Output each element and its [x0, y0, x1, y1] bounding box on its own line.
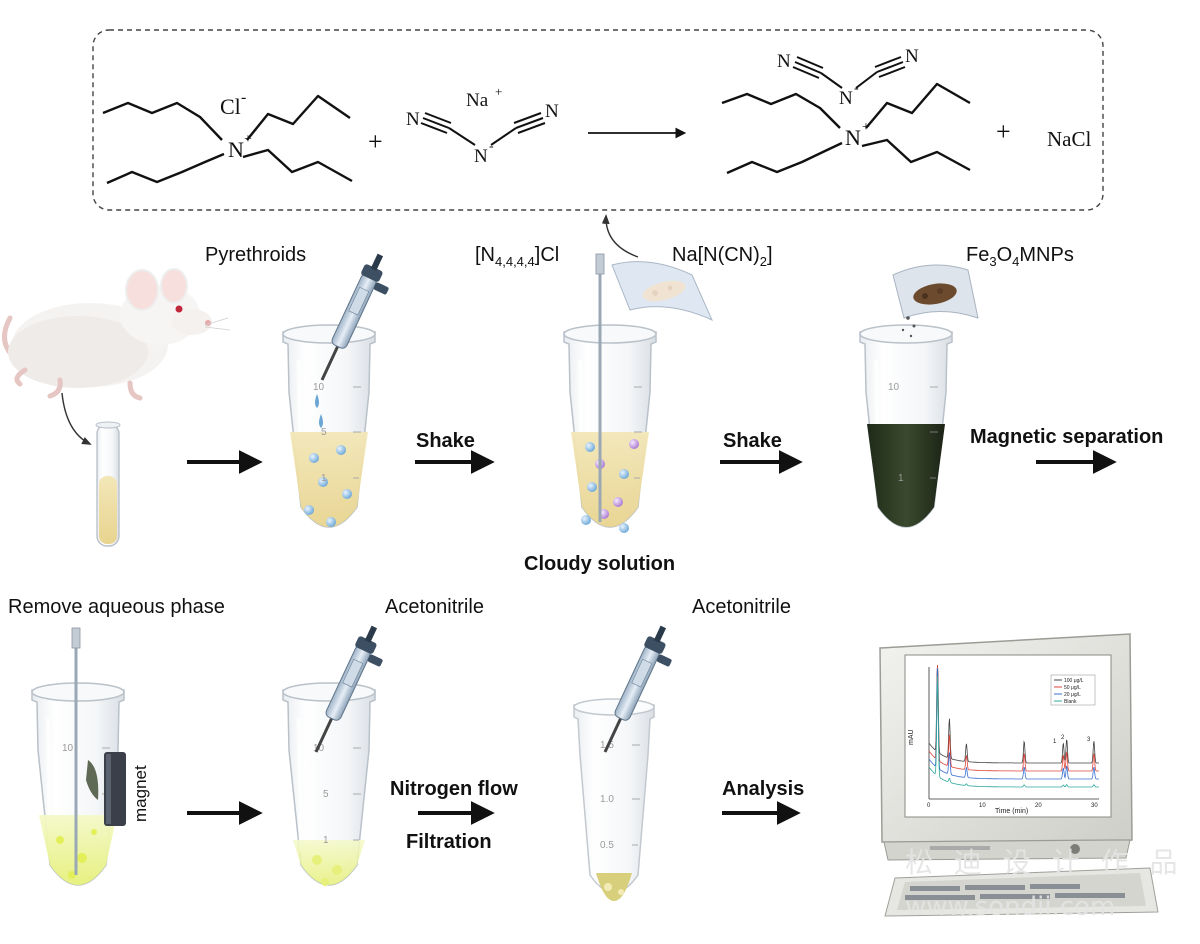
- product-cyano-n-left: N: [777, 51, 791, 72]
- sodium-charge: +: [495, 84, 502, 99]
- magnet-block: [104, 752, 126, 826]
- chromatogram-xlabel: Time (min): [995, 808, 1028, 815]
- peak-label-2: 2: [1061, 735, 1065, 741]
- step-shake-2: Shake: [723, 430, 782, 452]
- trace-50: [928, 664, 1099, 772]
- label-acetonitrile-1: Acetonitrile: [385, 596, 484, 618]
- mnp-fe: Fe: [966, 244, 989, 266]
- watermark-url: www.sondii.com: [905, 892, 1115, 922]
- chromatogram-xtick-10: 10: [979, 803, 986, 809]
- step-analysis: Analysis: [722, 778, 804, 800]
- tube6-mark-1-0: 1.0: [600, 794, 614, 805]
- tube-acetonitrile-elution: 10 5 1: [281, 681, 377, 887]
- cyano-n-right: N: [545, 101, 559, 122]
- tube-mnp-suspension: 10 1: [858, 323, 954, 529]
- ammonium-n: N: [228, 137, 244, 162]
- legend-blank: Blank: [1064, 699, 1077, 705]
- sodium-chloride: NaCl: [1047, 127, 1091, 151]
- chloride-charge: -: [241, 89, 246, 106]
- chromatogram-xtick-0: 0: [927, 803, 931, 809]
- sodium-dicyanamide-structure: [420, 112, 546, 146]
- label-pyrethroids: Pyrethroids: [205, 244, 306, 266]
- product-amide-charge: -: [854, 81, 859, 96]
- tube3-mark-1: 1: [898, 473, 904, 484]
- tube4-mark-10: 10: [62, 743, 74, 754]
- product-ionic-liquid-structure: [721, 82, 971, 175]
- product-dicyanamide-structure: [792, 56, 906, 89]
- tube1-mark-1: 1: [321, 473, 327, 484]
- label-magnet: magnet: [131, 765, 150, 822]
- product-cyano-n-right: N: [905, 46, 919, 67]
- chloride-ion: Cl: [220, 94, 241, 119]
- mnp-sub3: 3: [989, 254, 996, 269]
- chromatogram-xtick-20: 20: [1035, 803, 1042, 809]
- amide-charge: -: [489, 139, 494, 154]
- sodium-dicyanamide-tail: ]: [767, 244, 773, 266]
- trace-100: [928, 664, 1099, 764]
- peak-label-1: 1: [1053, 739, 1057, 745]
- tetrabutylammonium-chloride: [102, 94, 353, 185]
- tube1-mark-10: 10: [313, 382, 325, 393]
- peak-label-3: 3: [1087, 737, 1091, 743]
- step-cloudy-solution: Cloudy solution: [524, 553, 675, 575]
- tube-pyrethroid-spike: 10 5 1: [281, 323, 377, 529]
- tube5-mark-5: 5: [323, 789, 329, 800]
- tube5-mark-1: 1: [323, 835, 329, 846]
- reagent-paper-white-powder: [611, 261, 713, 321]
- legend-50: 50 μg/L: [1064, 685, 1081, 691]
- pipette-icon: [320, 253, 389, 381]
- pipette-icon: [314, 625, 383, 753]
- tube-cloudy-solution: [562, 253, 658, 533]
- chromatogram-xtick-30: 30: [1091, 803, 1098, 809]
- sodium-dicyanamide-sub: 2: [760, 254, 767, 269]
- step-shake-1: Shake: [416, 430, 475, 452]
- mnp-sub4: 4: [1012, 254, 1019, 269]
- sodium-ion: Na: [466, 90, 489, 111]
- rat-to-sample-arrow: [61, 392, 92, 445]
- reaction-scheme: N + Cl - + N N N - Na + N: [92, 29, 1104, 211]
- mnp-tail: MNPs: [1019, 244, 1073, 266]
- ionic-liquid-sub: 4,4,4,4: [495, 254, 535, 269]
- tube6-mark-0-5: 0.5: [600, 840, 614, 851]
- chromatogram-plot: mAU Time (min) 0 10 20 30 100 μg/L 50 μg…: [908, 664, 1099, 815]
- step-magnetic-separation: Magnetic separation: [970, 426, 1163, 448]
- chromatogram-ylabel: mAU: [908, 729, 915, 745]
- legend-20: 20 μg/L: [1064, 692, 1081, 698]
- label-ionic-liquid: [N4,4,4,4]Cl: [475, 244, 559, 269]
- plus-sign-1: +: [368, 127, 383, 156]
- sodium-dicyanamide-base: Na[N(CN): [672, 244, 760, 266]
- product-amide-n: N: [839, 88, 853, 109]
- trace-20: [928, 667, 1099, 780]
- mnp-o: O: [997, 244, 1013, 266]
- label-acetonitrile-2: Acetonitrile: [692, 596, 791, 618]
- rat-illustration: [2, 268, 231, 401]
- ionic-liquid-base: [N: [475, 244, 495, 266]
- reagent-to-reaction-arrow: [601, 214, 639, 258]
- ammonium-charge: +: [244, 132, 252, 147]
- trace-blank: [928, 675, 1099, 788]
- pipette-icon: [603, 625, 672, 753]
- watermark-cn: 松 迪 设 计 作 品: [905, 846, 1184, 879]
- amide-n: N: [474, 146, 488, 167]
- label-fe3o4-mnps: Fe3O4MNPs: [966, 244, 1074, 269]
- label-remove-aqueous-phase: Remove aqueous phase: [8, 596, 225, 618]
- step-nitrogen-flow: Nitrogen flow: [390, 778, 518, 800]
- tube1-mark-5: 5: [321, 427, 327, 438]
- label-sodium-dicyanamide: Na[N(CN)2]: [672, 244, 773, 269]
- cyano-n-left: N: [406, 109, 420, 130]
- product-ammonium-charge: +: [862, 120, 870, 135]
- product-ammonium-n: N: [845, 125, 861, 150]
- legend-100: 100 μg/L: [1064, 678, 1084, 684]
- tube-magnetic-separation: 10: [30, 627, 126, 887]
- tube3-mark-10: 10: [888, 382, 900, 393]
- reagent-paper-mnp-powder: [892, 264, 979, 338]
- ionic-liquid-tail: ]Cl: [535, 244, 559, 266]
- plus-sign-2: +: [996, 117, 1011, 146]
- sample-test-tube: [95, 421, 121, 547]
- step-filtration: Filtration: [406, 831, 492, 853]
